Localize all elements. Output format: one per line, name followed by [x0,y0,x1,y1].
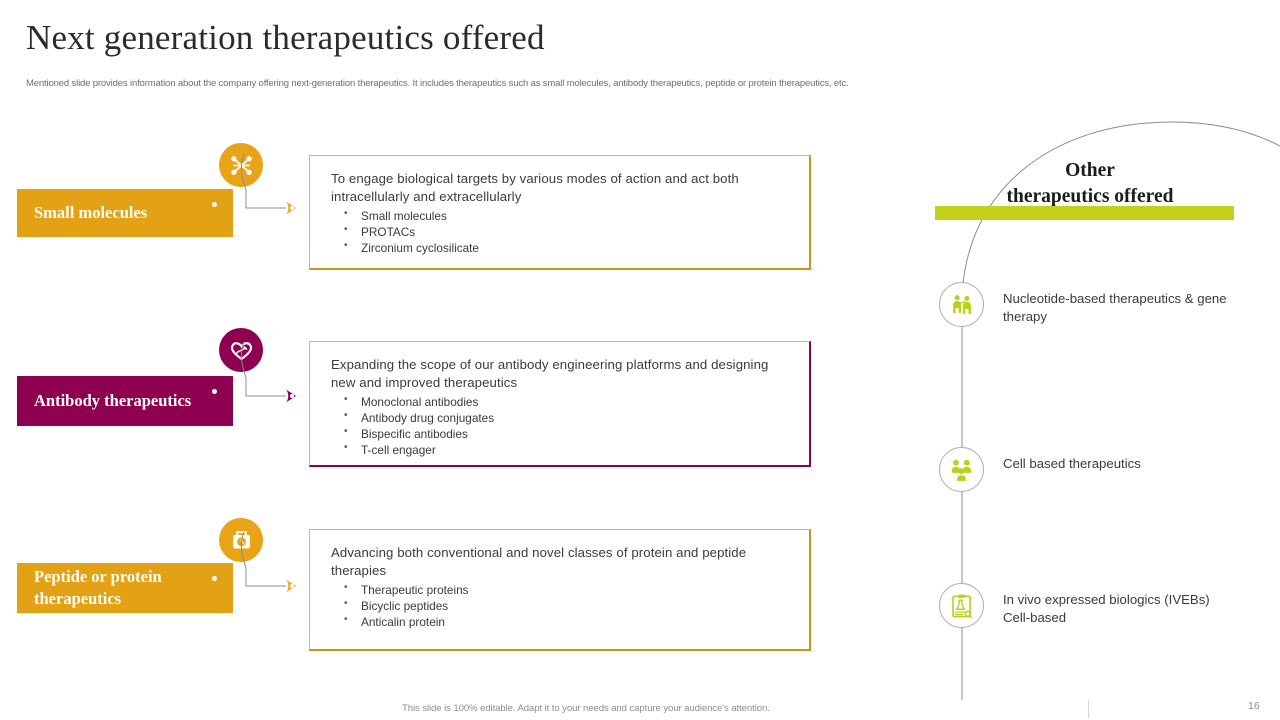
detail-box-antibody-therapeutics: Expanding the scope of our antibody engi… [309,341,811,467]
label-dot-icon [212,576,217,581]
footer-note: This slide is 100% editable. Adapt it to… [402,703,770,714]
people-group-icon-glyph [951,459,971,481]
connector-line-2 [240,341,296,403]
detail-box-peptide-protein-therapeutics: Advancing both conventional and novel cl… [309,529,811,651]
page-title: Next generation therapeutics offered [26,18,545,57]
list-item: Bicyclic peptides [331,597,795,614]
list-item: Antibody drug conjugates [331,409,795,426]
detail-intro: Advancing both conventional and novel cl… [331,545,747,578]
category-label-text: Antibody therapeutics [34,390,192,410]
medical-bag-icon-glyph [232,530,250,549]
detail-bullet-list: Monoclonal antibodies Antibody drug conj… [331,393,795,458]
label-dot-icon [212,202,217,207]
page-subtitle: Mentioned slide provides information abo… [26,78,849,89]
list-item: T-cell engager [331,441,795,458]
page-number: 16 [1248,700,1260,712]
two-people-icon [939,282,984,327]
detail-bullet-list: Small molecules PROTACs Zirconium cyclos… [331,207,795,256]
list-item: Therapeutic proteins [331,581,795,598]
list-item: Anticalin protein [331,613,795,630]
footer-divider [1088,700,1089,718]
title-underline-bar [935,206,1234,220]
lab-clipboard-icon [939,583,984,628]
detail-intro: To engage biological targets by various … [331,171,739,204]
connector-line-1 [240,153,296,215]
detail-box-small-molecules: To engage biological targets by various … [309,155,811,270]
detail-intro: Expanding the scope of our antibody engi… [331,357,769,390]
other-title-line-2: therapeutics offered [1006,185,1174,207]
other-item-label: In vivo expressed biologics (IVEBs) Cell… [1003,592,1210,626]
heart-syringe-icon-glyph [230,341,252,360]
timeline-arc-graphic [961,121,1280,700]
heart-syringe-icon [219,328,263,372]
other-therapeutics-title: Other therapeutics offered [930,158,1250,209]
list-item: Small molecules [331,207,795,224]
other-therapeutics-panel: Other therapeutics offered Nucleotide-ba… [900,100,1280,720]
list-item: Bispecific antibodies [331,425,795,442]
category-label-antibody-therapeutics[interactable]: Antibody therapeutics [17,376,233,426]
connector-line-3 [240,531,296,593]
list-item: Monoclonal antibodies [331,393,795,410]
category-label-small-molecules[interactable]: Small molecules [17,189,233,237]
lab-clipboard-icon-glyph [951,594,972,618]
list-item: Zirconium cyclosilicate [331,239,795,256]
list-item: PROTACs [331,223,795,240]
category-label-text: Small molecules [34,202,148,222]
other-item-label: Cell based therapeutics [1003,456,1141,471]
two-people-icon-glyph [952,294,971,314]
other-title-line-1: Other [1065,160,1115,181]
other-item-label: Nucleotide-based therapeutics & gene the… [1003,291,1227,325]
label-dot-icon [212,389,217,394]
people-group-icon [939,447,984,492]
medical-bag-icon [219,518,263,562]
category-label-peptide-protein-therapeutics[interactable]: Peptide or protein therapeutics [17,563,233,613]
category-label-text: Peptide or protein therapeutics [34,566,162,608]
detail-bullet-list: Therapeutic proteins Bicyclic peptides A… [331,581,795,630]
